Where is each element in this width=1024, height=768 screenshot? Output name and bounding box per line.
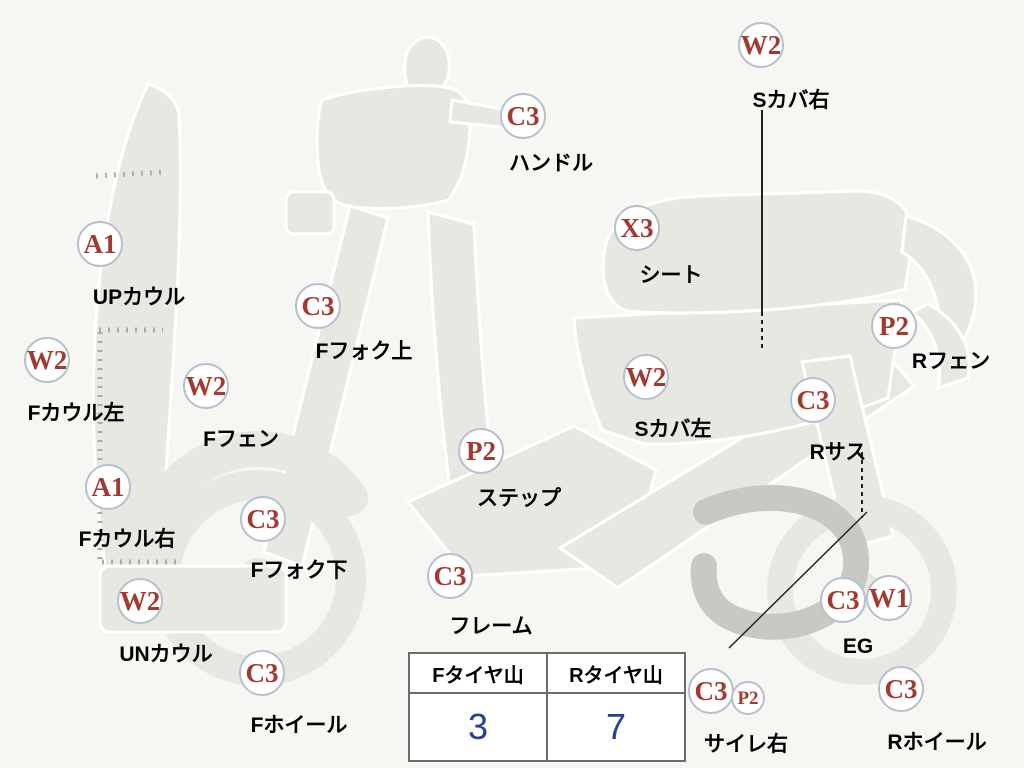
r-sus-label: Rサス	[809, 441, 867, 464]
seat-shape	[601, 189, 915, 315]
engine-code-badge-2: W1	[866, 575, 912, 621]
f-tire-header: Fタイヤ山	[408, 652, 548, 694]
silencer-right-code-badge-2: P2	[731, 681, 765, 715]
s-cover-right-label: Sカバ右	[752, 89, 830, 112]
f-cowl-right-label: Fカウル右	[78, 528, 176, 551]
f-cowl-left-label: Fカウル左	[27, 402, 125, 425]
step-label: ステップ	[477, 487, 561, 510]
f-cowl-left-code-badge: W2	[24, 337, 70, 383]
silencer-right-code-badge-1: C3	[688, 668, 734, 714]
frame-label: フレーム	[449, 615, 533, 638]
f-fork-upper-code-badge: C3	[295, 283, 341, 329]
step-code-badge: P2	[458, 428, 504, 474]
f-fork-lower-label: Fフォク下	[250, 559, 348, 582]
s-cover-left-code-badge: W2	[623, 354, 669, 400]
r-sus-code-badge: C3	[790, 377, 836, 423]
handle-label: ハンドル	[509, 152, 593, 175]
silencer-pointer-line	[728, 511, 868, 649]
f-cowl-right-code-badge: A1	[85, 464, 131, 510]
seat-code-badge: X3	[614, 205, 660, 251]
f-fork-lower-code-badge: C3	[240, 496, 286, 542]
connector-lines	[728, 110, 868, 649]
under-cowl-label: UNカウル	[119, 643, 213, 666]
engine-label: EG	[842, 635, 874, 658]
r-tire-header: Rタイヤ山	[546, 652, 686, 694]
cowl-dotted-lines	[95, 169, 178, 565]
s-cover-right-code-badge: W2	[738, 22, 784, 68]
front-fender-arc	[140, 430, 368, 532]
silencer-right-label: サイレ右	[704, 733, 788, 756]
f-fork-upper-label: Fフォク上	[315, 340, 413, 363]
f-fender-label: Fフェン	[203, 428, 279, 451]
r-wheel-label: Rホイール	[887, 731, 987, 754]
frame-code-badge: C3	[427, 553, 473, 599]
r-fender-label: Rフェン	[911, 350, 991, 373]
up-cowl-code-badge: A1	[77, 221, 123, 267]
s-cover-left-label: Sカバ左	[634, 418, 712, 441]
r-tire-value: 7	[546, 692, 686, 762]
rear-fender-shape	[909, 302, 971, 391]
handlebar-cover-shape	[315, 84, 472, 210]
r-fender-code-badge: P2	[871, 303, 917, 349]
engine-code-badge-1: C3	[820, 577, 866, 623]
handle-code-badge: C3	[500, 93, 546, 139]
r-wheel-code-badge: C3	[878, 666, 924, 712]
f-fender-code-badge: W2	[183, 363, 229, 409]
under-cowl-code-badge: W2	[117, 578, 163, 624]
up-cowl-label: UPカウル	[92, 286, 186, 309]
f-wheel-code-badge: C3	[239, 650, 285, 696]
handle-lower-cover-shape	[284, 190, 336, 236]
f-tire-value: 3	[408, 692, 548, 762]
seat-label: シート	[639, 264, 703, 287]
f-wheel-label: Fホイール	[250, 714, 348, 737]
tire-tread-table: Fタイヤ山 Rタイヤ山 3 7	[408, 652, 686, 762]
